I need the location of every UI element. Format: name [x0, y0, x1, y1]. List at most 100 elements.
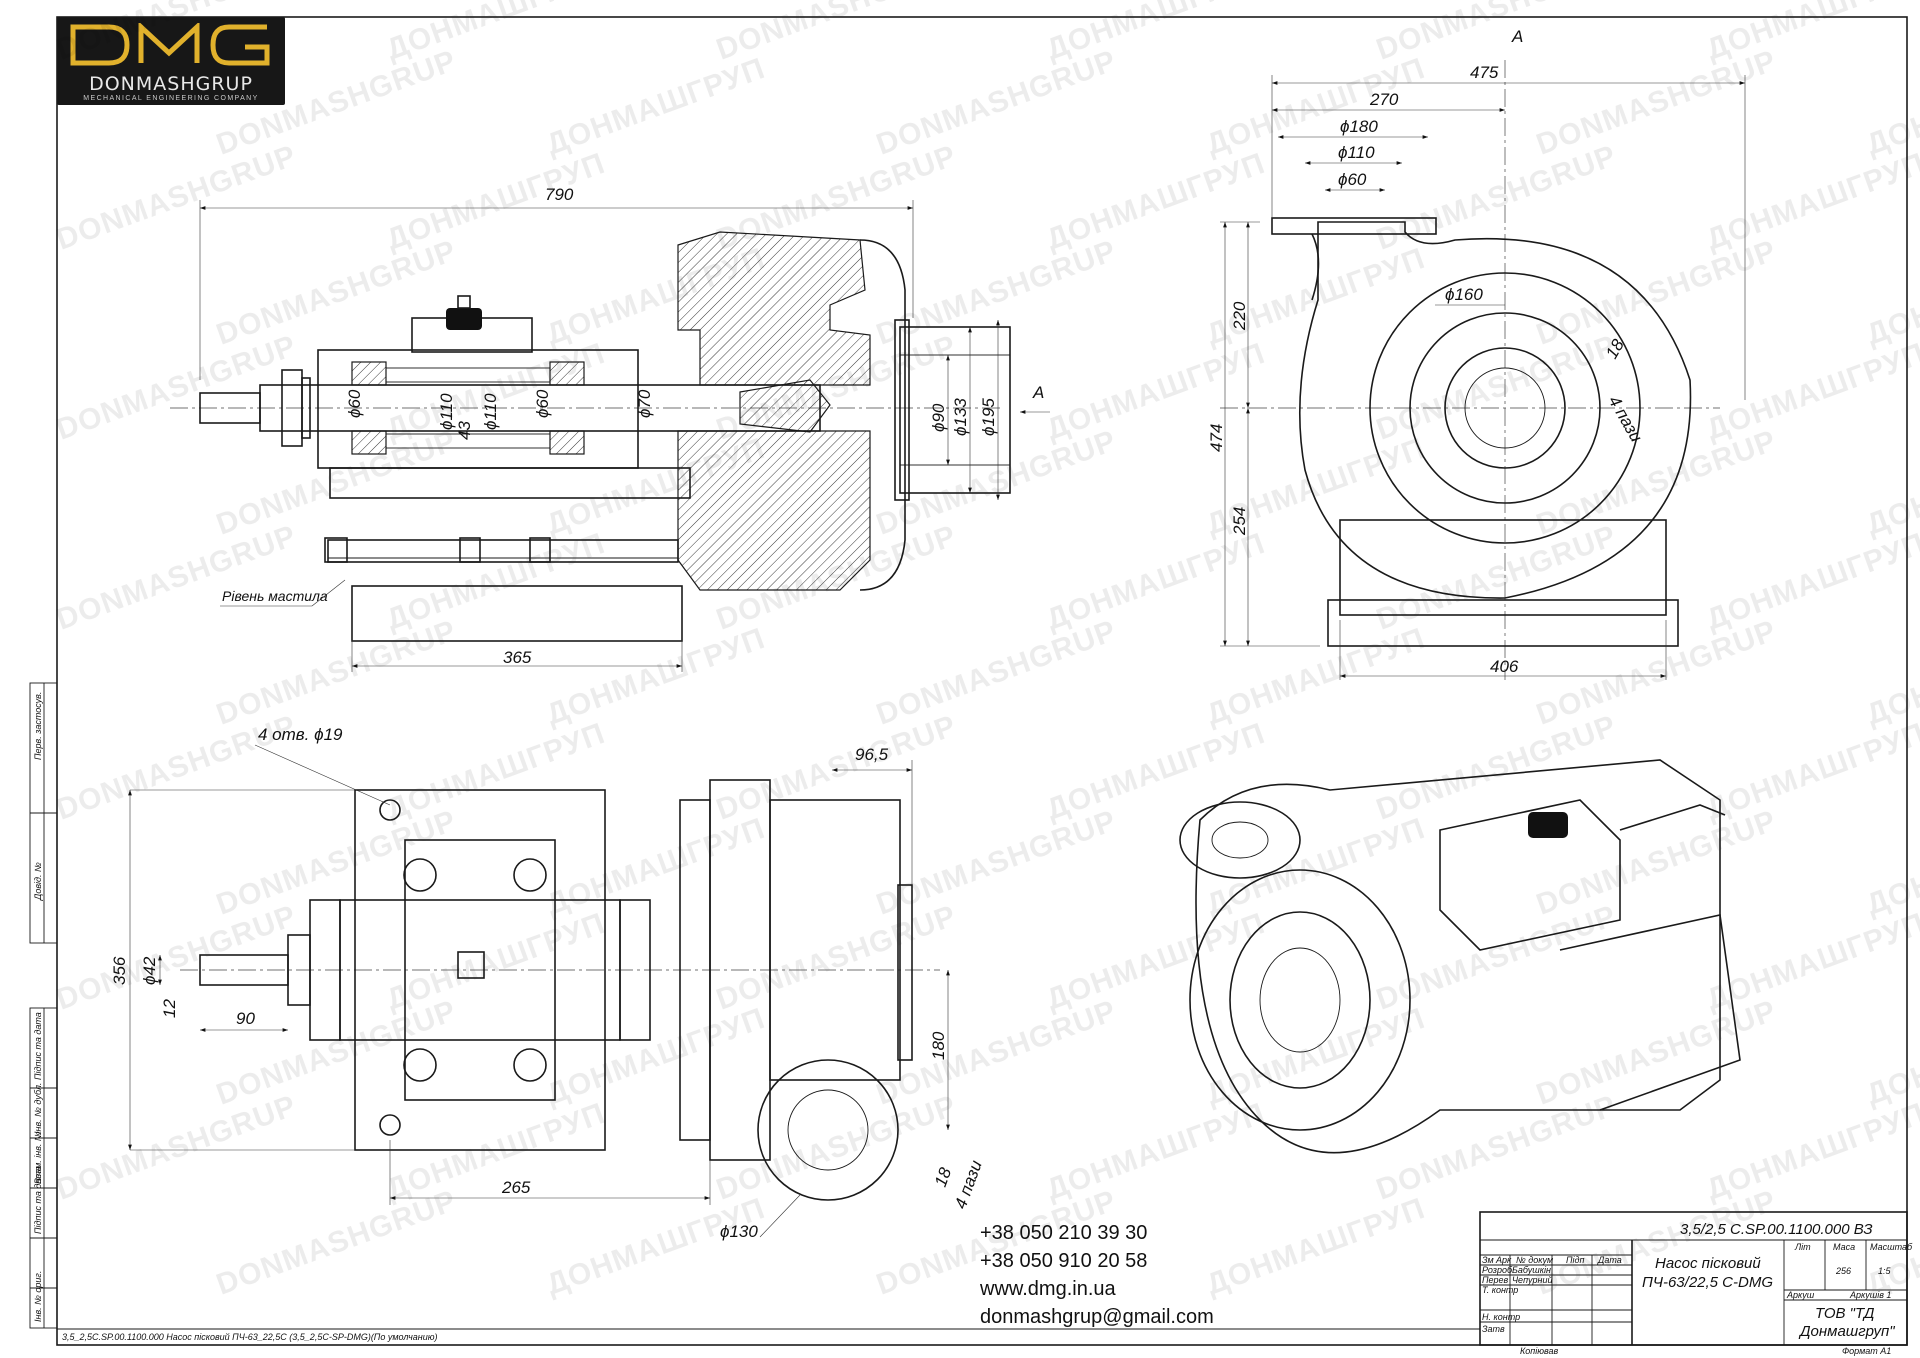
rev-hdr-0: Зм: [1482, 1255, 1494, 1265]
plan-dim-265: 265: [501, 1178, 531, 1197]
format-label: Формат А1: [1842, 1346, 1891, 1356]
org-line-1: ТОВ "ТД: [1815, 1305, 1875, 1322]
watermark-text: ДОНМАШГРУП: [542, 52, 769, 162]
rev-hdr-1: Арк: [1495, 1255, 1512, 1265]
file-caption: 3,5_2,5С.SP.00.1100.000 Насос пісковий П…: [62, 1332, 437, 1342]
plan-d42: ϕ42: [140, 956, 159, 985]
dim-d60b: ϕ60: [533, 389, 552, 418]
plan-dim-180: 180: [929, 1031, 948, 1060]
watermark-text: ДОНМАШГРУП: [1202, 812, 1429, 922]
watermark-text: DONMASHGRUP: [1372, 709, 1621, 826]
logo-company-name: DONMASHGRUP: [89, 73, 253, 95]
role-1: Перев: [1482, 1275, 1509, 1285]
watermark-text: ДОНМАШГРУП: [1862, 812, 1920, 922]
drawing-frame: [56, 16, 1908, 1346]
stamp-5: Підпис та дата: [33, 1166, 43, 1234]
watermark-text: ДОНМАШГРУП: [1862, 1002, 1920, 1112]
view-a-d110: ϕ110: [1338, 143, 1375, 162]
product-name-2: ПЧ-63/22,5 С-DMG: [1642, 1274, 1773, 1291]
stamp-2: Підпис та дата: [33, 1012, 43, 1080]
sheet-label: Аркуш: [1786, 1290, 1815, 1300]
watermark-text: DONMASHGRUP: [52, 519, 301, 636]
watermark-text: DONMASHGRUP: [1532, 44, 1781, 161]
watermark-text: DONMASHGRUP: [1532, 424, 1781, 541]
doc-number: 3,5/2,5 С.SP.00.1100.000 ВЗ: [1680, 1221, 1873, 1238]
mass-value: 256: [1835, 1266, 1851, 1276]
logo-tagline: MECHANICAL ENGINEERING COMPANY: [83, 95, 259, 102]
watermark-text: DONMASHGRUP: [1372, 519, 1621, 636]
watermark-text: DONMASHGRUP: [712, 899, 961, 1016]
watermark-text: DONMASHGRUP: [52, 329, 301, 446]
stamp-0: Перв. застосув.: [33, 692, 43, 760]
plan-dim-96-5: 96,5: [855, 745, 889, 764]
view-a: A 475 270 ϕ180 ϕ110 ϕ60 220 474 254: [1207, 27, 1746, 680]
watermark-text: ДОНМАШГРУП: [1202, 1192, 1429, 1302]
watermark-text: ДОНМАШГРУП: [1862, 622, 1920, 732]
watermark-text: ДОНМАШГРУП: [1862, 432, 1920, 542]
view-a-d180: ϕ180: [1340, 117, 1378, 136]
phone-2[interactable]: +38 050 910 20 58: [980, 1250, 1148, 1272]
watermark-text: ДОНМАШГРУП: [382, 907, 609, 1017]
side-stamp-strip: Перв. застосув. Довід. № Підпис та дата …: [29, 682, 58, 1329]
watermark-text: ДОНМАШГРУП: [542, 1002, 769, 1112]
dim-d110a: ϕ110: [437, 393, 456, 430]
watermark-text: ДОНМАШГРУП: [1702, 717, 1920, 827]
view-a-h474: 474: [1207, 424, 1226, 452]
rev-hdr-2: № докум: [1516, 1255, 1553, 1265]
email-link[interactable]: donmashgrup@gmail.com: [980, 1306, 1214, 1328]
watermark-text: DONMASHGRUP: [1372, 1089, 1621, 1206]
watermark-text: ДОНМАШГРУП: [1042, 907, 1269, 1017]
watermark-text: ДОНМАШГРУП: [542, 622, 769, 732]
product-name-1: Насос пісковий: [1655, 1255, 1761, 1272]
hdr-scale: Масштаб: [1870, 1242, 1913, 1252]
section-view: 790 365 ϕ60 ϕ110 43 ϕ110 ϕ60 ϕ70 ϕ90 ϕ13…: [170, 185, 1050, 672]
view-a-title: A: [1511, 27, 1523, 46]
watermark-text: DONMASHGRUP: [52, 899, 301, 1016]
watermark-text: DONMASHGRUP: [872, 44, 1121, 161]
watermark-text: ДОНМАШГРУП: [1202, 1002, 1429, 1112]
dim-d195: ϕ195: [979, 398, 998, 436]
view-arrow-a: A: [1032, 383, 1044, 402]
stamp-1: Довід. №: [33, 862, 43, 901]
watermark-text: DONMASHGRUP: [52, 139, 301, 256]
watermark-text: ДОНМАШГРУП: [1042, 527, 1269, 637]
watermark-text: ДОНМАШГРУП: [1042, 1097, 1269, 1207]
role-3: Н. контр: [1482, 1312, 1520, 1322]
phone-1[interactable]: +38 050 210 39 30: [980, 1222, 1148, 1244]
role-0: Розроб: [1482, 1265, 1513, 1275]
watermark-text: ДОНМАШГРУП: [542, 812, 769, 922]
watermark-text: ДОНМАШГРУП: [1702, 907, 1920, 1017]
view-a-h254: 254: [1230, 507, 1249, 536]
role-4: Затв: [1482, 1324, 1505, 1334]
watermark-text: DONMASHGRUP: [212, 234, 461, 351]
watermark-text: DONMASHGRUP: [1532, 614, 1781, 731]
watermark-text: DONMASHGRUP: [212, 1184, 461, 1301]
name-1: Чепурний: [1512, 1275, 1553, 1285]
watermark-text: ДОНМАШГРУП: [382, 717, 609, 827]
watermark-text: DONMASHGRUP: [712, 709, 961, 826]
watermark-text: ДОНМАШГРУП: [1042, 717, 1269, 827]
watermark-text: ДОНМАШГРУП: [1202, 622, 1429, 732]
watermark-text: ДОНМАШГРУП: [1862, 52, 1920, 162]
watermark-text: ДОНМАШГРУП: [1862, 242, 1920, 352]
dmg-logo-mark: [70, 23, 270, 66]
website-link[interactable]: www.dmg.in.ua: [980, 1278, 1116, 1300]
plan-dim-12: 12: [160, 999, 179, 1018]
watermark-text: DONMASHGRUP: [712, 1089, 961, 1206]
plan-d130: ϕ130: [720, 1222, 758, 1241]
hdr-mass: Маса: [1833, 1242, 1855, 1252]
watermark-text: ДОНМАШГРУП: [1202, 242, 1429, 352]
view-a-dim-270: 270: [1369, 90, 1399, 109]
contact-block: +38 050 210 39 30 +38 050 910 20 58 www.…: [980, 1219, 1214, 1331]
watermark-text: DONMASHGRUP: [52, 1089, 301, 1206]
watermark-text: ДОНМАШГРУП: [1042, 337, 1269, 447]
watermark-text: DONMASHGRUP: [212, 804, 461, 921]
scale-value: 1:5: [1878, 1266, 1892, 1276]
dim-d110b: ϕ110: [481, 393, 500, 430]
watermark-text: ДОНМАШГРУП: [542, 1192, 769, 1302]
watermark-text: DONMASHGRUP: [212, 44, 461, 161]
watermark-text: DONMASHGRUP: [872, 804, 1121, 921]
rev-hdr-4: Дата: [1597, 1255, 1622, 1265]
